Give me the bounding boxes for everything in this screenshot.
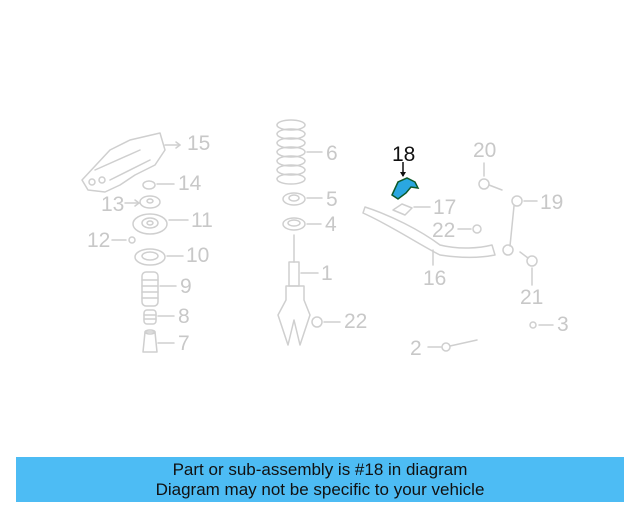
nut-part-12: [111, 236, 136, 244]
callout-3: 3: [557, 313, 569, 336]
callout-6: 6: [326, 142, 338, 165]
boot-part-9: [141, 271, 177, 307]
isolator-part-4: [282, 217, 322, 231]
nut-part-3: [529, 321, 554, 329]
callout-1: 1: [321, 262, 333, 285]
subframe-part-15: [81, 132, 181, 193]
spring-pad-part-5: [282, 192, 323, 206]
callout-13: 13: [101, 193, 125, 216]
callout-16: 16: [423, 267, 447, 290]
strut-mount-part-11: [132, 213, 189, 235]
callout-12: 12: [87, 229, 111, 252]
callout-11: 11: [191, 209, 213, 232]
nut-part-22-left: [311, 316, 341, 328]
nut-part-21: [519, 251, 538, 286]
clamp-part-18-highlighted[interactable]: [391, 162, 420, 200]
stabilizer-bar-part-16: [362, 206, 496, 266]
washer-part-13: [124, 195, 161, 209]
callout-22-right: 22: [432, 219, 456, 242]
callout-8: 8: [178, 305, 190, 328]
callout-7: 7: [178, 332, 190, 355]
callout-17: 17: [433, 196, 457, 219]
bumper-part-8: [143, 309, 175, 325]
callout-22-left: 22: [344, 310, 368, 333]
bushing-part-17: [392, 203, 431, 216]
stabilizer-link-part-19: [502, 195, 538, 256]
banner-line-part-number: Part or sub-assembly is #18 in diagram: [172, 460, 468, 479]
coil-spring-part-6: [276, 119, 323, 185]
callout-15: 15: [187, 132, 211, 155]
callout-19: 19: [540, 191, 564, 214]
nut-part-22-right: [457, 224, 482, 234]
callout-5: 5: [326, 188, 338, 211]
callout-20: 20: [473, 139, 497, 162]
callout-14: 14: [178, 172, 202, 195]
strut-part-1: [277, 234, 319, 346]
bolt-part-2: [427, 339, 478, 352]
spring-seat-part-10: [134, 248, 184, 266]
callout-18-highlighted[interactable]: 18: [392, 143, 416, 166]
callout-4: 4: [325, 213, 337, 236]
info-banner: Part or sub-assembly is #18 in diagram D…: [16, 457, 624, 502]
callout-10: 10: [186, 244, 210, 267]
bolt-part-20: [478, 162, 503, 191]
bump-stop-part-14: [142, 180, 175, 190]
callout-9: 9: [180, 275, 192, 298]
callout-2: 2: [410, 337, 422, 360]
callout-21: 21: [520, 286, 544, 309]
cap-part-7: [142, 329, 175, 353]
banner-line-disclaimer: Diagram may not be specific to your vehi…: [155, 480, 485, 499]
